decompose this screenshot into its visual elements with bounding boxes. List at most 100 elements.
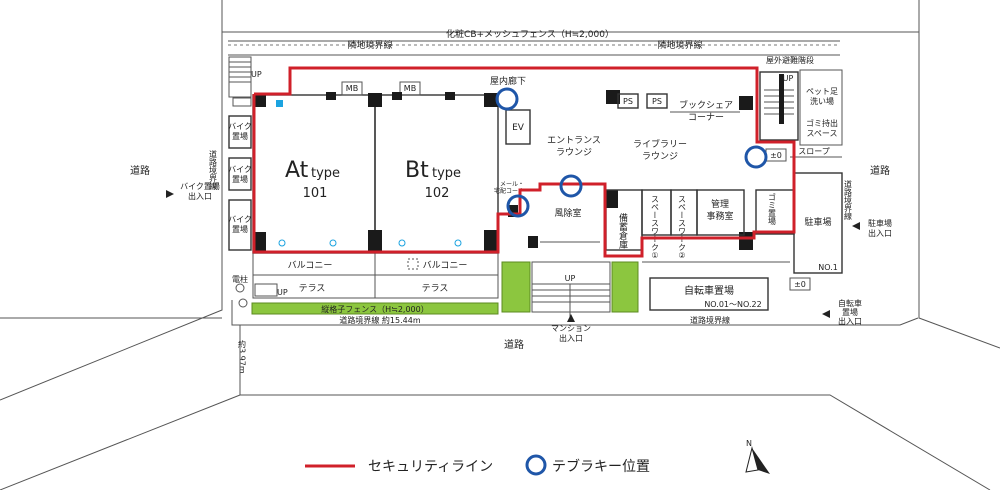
bike-racks: バイク 置場 バイク 置場 バイク 置場 (228, 115, 252, 251)
north-arrow-icon: N (745, 439, 770, 474)
terrace-1: テラス (299, 283, 326, 294)
road-boundary-right: 道路境界線 (690, 315, 730, 325)
workspace-2: スペースワーク② (678, 195, 687, 260)
planters (501, 261, 639, 313)
pm0-top: ±0 (770, 151, 782, 160)
mansion-entrance-2: 出入口 (559, 333, 583, 343)
mansion-entrance-1: マンション (551, 324, 591, 333)
ps-1: PS (623, 97, 633, 106)
key-positions (495, 87, 768, 218)
mgmt-1: 管理 (711, 198, 729, 210)
bike-area-label-2a: バイク (228, 165, 252, 174)
unit-101: At type 101 (252, 94, 376, 254)
boundary-top-right-label: 隣地境界線 (657, 39, 702, 51)
ev-label: EV (512, 123, 525, 133)
top-boundary: 化粧CB+メッシュフェンス（H≒2,000） 隣地境界線 隣地境界線 (228, 28, 840, 56)
at-num: 101 (303, 186, 328, 201)
bike-entrance-1: バイク置場 (180, 181, 220, 191)
bike-area-label-2b: 置場 (232, 174, 248, 184)
bicycle-entrance-3: 出入口 (838, 316, 862, 326)
bt-num: 102 (425, 186, 450, 201)
at-type-a: At (285, 158, 309, 183)
up-bottom-left: UP (277, 288, 288, 297)
road-boundary-left: 道路境界線 約15.44m (339, 315, 420, 325)
bike-entrance-arrow (166, 190, 174, 198)
road-boundary-v-left: 道路境界線 (209, 149, 218, 190)
mgmt-2: 事務室 (706, 210, 733, 222)
road-bottom: 道路 (504, 338, 524, 351)
parking-entrance-2: 出入口 (868, 228, 892, 238)
parking-label: 駐車場 (804, 216, 831, 228)
ps-2: PS (652, 97, 662, 106)
parking-entrance-arrow (852, 222, 860, 230)
entrance-lounge-2: ラウンジ (556, 147, 592, 158)
pm0-bottom: ±0 (794, 280, 806, 289)
road-left: 道路 (130, 164, 150, 177)
up-left-label: UP (251, 70, 262, 79)
road-width: 約3.97m (238, 339, 247, 374)
pole-label: 電柱 (232, 274, 248, 284)
unit-102: Bt type 102 (374, 94, 499, 254)
terrace-2: テラス (422, 283, 449, 294)
columns (254, 90, 753, 252)
bike-area-label-1a: バイク (228, 122, 252, 131)
indoor-corridor: 屋内廊下 (490, 75, 526, 87)
bookshelf-2: コーナー (688, 112, 724, 123)
bike-area-label-3b: 置場 (232, 224, 248, 234)
mail-corner-2: 宅配コーナー (494, 187, 530, 195)
library-lounge-1: ライブラリー (633, 138, 687, 150)
trash-space-1: ゴミ持出 (806, 118, 838, 128)
boundary-top-left-label: 隣地境界線 (347, 39, 392, 51)
balcony-terrace: バルコニー バルコニー テラス テラス UP 電柱 (232, 252, 499, 308)
north-label: N (746, 439, 752, 448)
bicycle-entrance-1: 自転車 (838, 298, 862, 308)
mb-label-1: MB (346, 84, 358, 93)
green-fence-label: 縦格子フェンス（H≒2,000） (321, 304, 428, 314)
fence-top-label: 化粧CB+メッシュフェンス（H≒2,000） (446, 28, 614, 40)
key-reader-icon (276, 100, 283, 107)
entrance-lounge-1: エントランス (547, 135, 601, 146)
mansion-entrance-arrow (567, 314, 575, 322)
outdoor-stair-label: 屋外避難階段 (766, 55, 814, 65)
up-right-label: UP (783, 74, 794, 83)
security-line (252, 66, 796, 258)
bike-area-label-1b: 置場 (232, 131, 248, 141)
bicycle-no: NO.01〜NO.22 (704, 300, 761, 309)
legend: セキュリティライン テブラキー位置 (305, 454, 650, 476)
mb-label-2: MB (404, 84, 416, 93)
workspace-1: スペースワーク① (651, 195, 660, 260)
bicycle-entrance-arrow (822, 310, 830, 318)
library-lounge-2: ラウンジ (642, 151, 678, 162)
bookshelf-1: ブックシェア (679, 99, 733, 111)
at-type-b: type (311, 166, 340, 181)
left-stair: UP (228, 56, 262, 107)
entrance-steps: UP (531, 261, 611, 318)
road-right: 道路 (870, 164, 890, 177)
legend-security-label: セキュリティライン (368, 459, 493, 475)
legend-key-label: テブラキー位置 (552, 458, 650, 475)
green-fence (251, 302, 499, 315)
slope-label: スロープ (798, 147, 830, 156)
trash-space-2: スペース (806, 129, 837, 138)
bicycle-label: 自転車置場 (684, 284, 734, 297)
balcony-2: バルコニー (423, 260, 468, 271)
trash-room-label: ゴミ置場 (768, 192, 777, 226)
ceiling-lights (278, 239, 462, 247)
bike-area-label-3a: バイク (228, 215, 252, 224)
bike-entrance-2: 出入口 (188, 191, 212, 201)
bicycle-entrance-2: 置場 (842, 307, 858, 317)
pet-wash-2: 洗い場 (810, 96, 834, 106)
parking-no: NO.1 (818, 263, 838, 272)
parking-entrance-1: 駐車場 (868, 218, 892, 228)
windbreak-label: 風除室 (554, 207, 581, 219)
bt-type-b: type (432, 166, 461, 181)
bt-type-a: Bt (405, 158, 429, 183)
mail-corner-1: メール・ (500, 181, 524, 188)
balcony-1: バルコニー (288, 260, 333, 271)
road-boundary-v-right: 道路境界線 (844, 179, 853, 220)
storage-label-1: 備蓄倉庫 (617, 212, 628, 250)
up-bottom-center: UP (565, 274, 576, 283)
pet-wash-1: ペット足 (806, 87, 838, 96)
